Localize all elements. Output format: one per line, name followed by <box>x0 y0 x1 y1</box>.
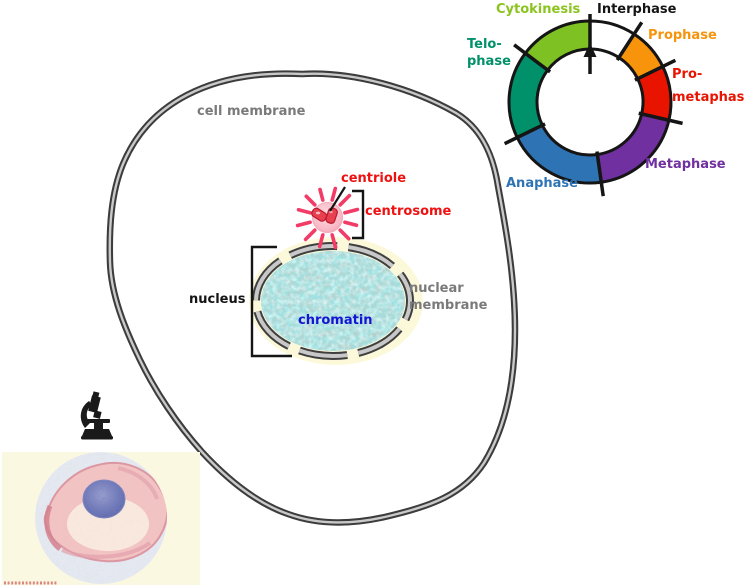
centriole-pointer-line <box>329 186 346 212</box>
wheel-boundary-tick <box>503 122 546 146</box>
wheel-segment-metaphase <box>595 112 671 184</box>
wheel-segment-anaphase <box>515 123 603 185</box>
centriole-pair <box>311 207 338 224</box>
cycle-direction-arrowhead <box>583 43 597 57</box>
centrosome-graphic <box>295 186 360 250</box>
nucleus-graphic <box>249 237 423 365</box>
chromatin-texture <box>261 251 405 351</box>
nucleus-bracket <box>250 245 292 358</box>
wheel-boundary-tick <box>638 111 683 126</box>
wheel-boundary-tick <box>615 21 644 62</box>
microscope-icon <box>80 391 113 440</box>
centrosome-bracket <box>352 189 365 240</box>
cell-cycle-wheel <box>503 14 683 197</box>
micrograph-inset <box>2 452 200 585</box>
wheel-boundary-tick <box>595 151 605 197</box>
wheel-boundary-tick <box>634 58 677 82</box>
wheel-boundary-tick <box>513 43 552 74</box>
